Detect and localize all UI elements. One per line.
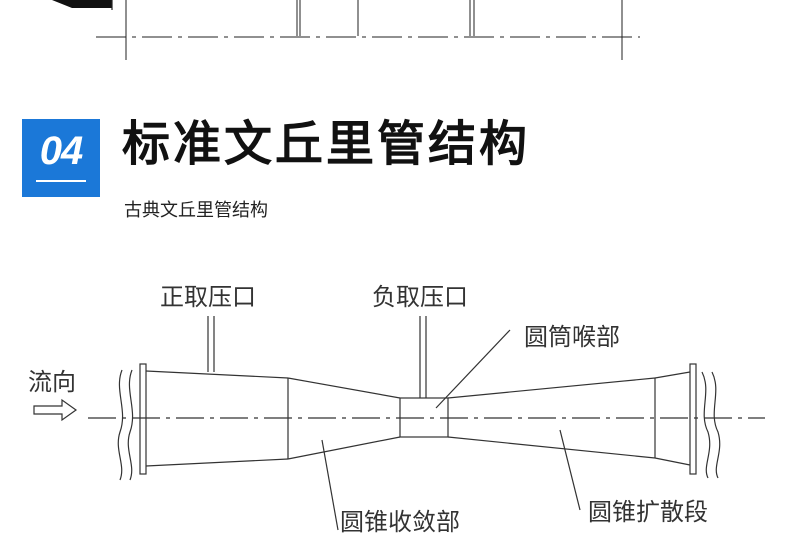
inlet-bottom	[145, 458, 289, 467]
outlet-bottom	[654, 457, 691, 466]
label-positive-tap: 正取压口	[160, 283, 256, 311]
label-throat: 圆筒喉部	[524, 323, 620, 351]
badge-underline	[36, 180, 86, 182]
outlet-top	[654, 371, 691, 379]
left-break-line-inner	[127, 369, 134, 481]
convergent-bottom	[287, 436, 401, 460]
divergent-leader	[559, 429, 581, 511]
section-subtitle: 古典文丘里管结构	[124, 200, 268, 221]
right-flange	[689, 363, 697, 475]
divergent-bottom	[447, 436, 656, 459]
divergent-top	[447, 377, 656, 399]
label-negative-tap: 负取压口	[372, 283, 468, 311]
section-number: 04	[39, 129, 84, 173]
right-break-line-inner	[711, 371, 721, 479]
convergent-leader	[321, 439, 339, 531]
right-break-line	[701, 371, 711, 479]
throat-section	[399, 397, 449, 438]
throat-leader	[435, 329, 511, 409]
previous-drawing-arrow	[52, 0, 112, 8]
flow-arrow-icon	[33, 398, 78, 422]
label-convergent: 圆锥收敛部	[340, 508, 460, 536]
left-break-line	[117, 369, 124, 481]
label-divergent: 圆锥扩散段	[588, 498, 708, 526]
left-flange	[139, 363, 147, 475]
venturi-tube-diagram: 正取压口 负取压口 圆筒喉部 流向 圆锥收敛部 圆锥扩散段	[28, 283, 765, 536]
label-flow-direction: 流向	[28, 368, 76, 396]
inlet-top	[145, 370, 289, 379]
section-number-badge: 04	[22, 119, 100, 197]
previous-drawing-fragment	[52, 0, 640, 60]
section-title: 标准文丘里管结构	[122, 116, 531, 172]
convergent-top	[287, 377, 401, 399]
